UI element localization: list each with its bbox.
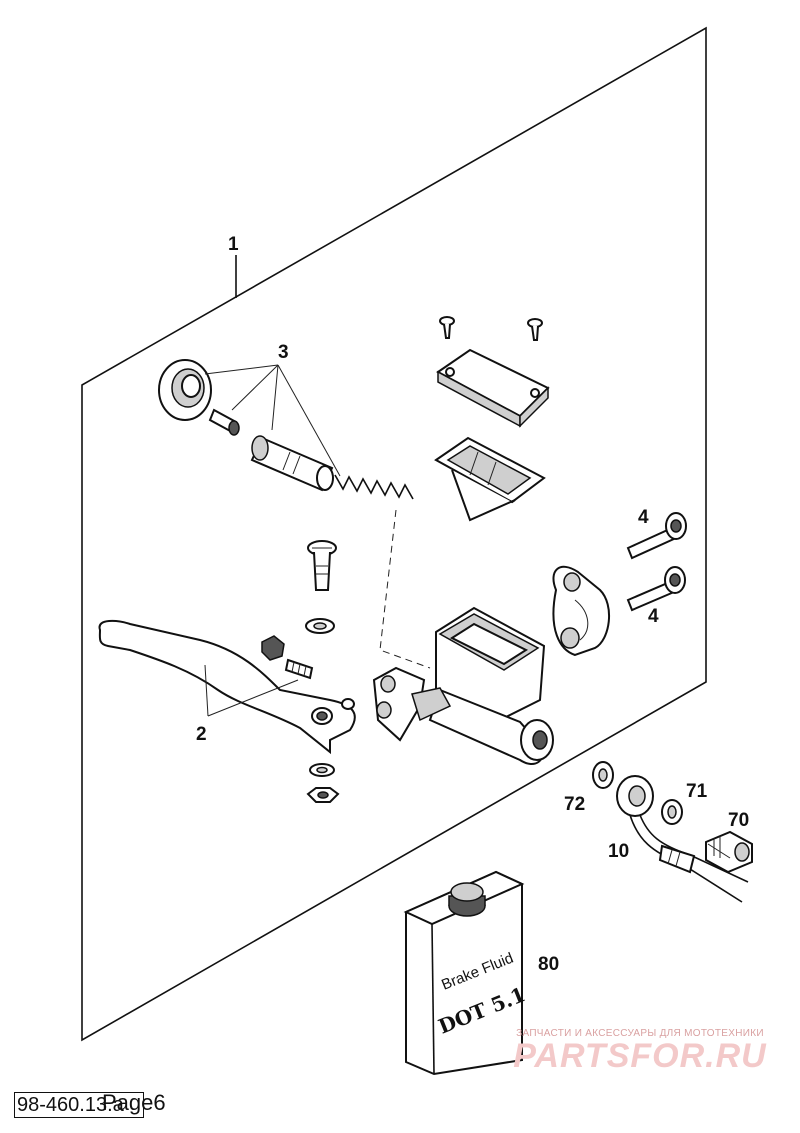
pivot-washer xyxy=(305,618,335,634)
watermark-tagline: ЗАПЧАСТИ И АКСЕССУАРЫ ДЛЯ МОТОТЕХНИКИ xyxy=(516,1028,764,1039)
clamp-screw-upper xyxy=(626,512,687,560)
reservoir-cover xyxy=(436,348,550,428)
handlebar-clamp xyxy=(552,565,611,657)
callout-80: 80 xyxy=(538,954,559,975)
watermark-brand: PARTSFOR.RU xyxy=(513,1037,767,1075)
brake-fluid-bottle: Brake Fluid DOT 5.1 xyxy=(403,870,529,1076)
banjo-bolt-70 xyxy=(705,830,753,874)
callout-71: 71 xyxy=(686,781,708,802)
banjo-washer-72 xyxy=(592,761,614,789)
clamp-screw-lower xyxy=(626,566,686,612)
master-cylinder xyxy=(372,606,554,765)
callout-4-upper: 4 xyxy=(638,507,649,528)
assembly-path xyxy=(379,509,431,669)
document-number: 98-460.13.a xyxy=(14,1092,144,1118)
page-label: Page6 xyxy=(102,1090,166,1115)
callout-3: 3 xyxy=(278,342,289,363)
lever-adjuster xyxy=(261,635,314,680)
callout-10: 10 xyxy=(608,841,629,862)
lever-nut xyxy=(306,787,340,803)
watermark: ЗАПЧАСТИ И АКСЕССУАРЫ ДЛЯ МОТОТЕХНИКИ PA… xyxy=(490,1028,790,1073)
brake-line xyxy=(616,775,749,903)
kit-boundary xyxy=(81,26,707,1042)
cover-screws xyxy=(439,316,543,341)
banjo-washer-71 xyxy=(661,799,683,825)
brake-lever xyxy=(98,619,356,755)
callout-2: 2 xyxy=(196,724,207,745)
callout-1: 1 xyxy=(228,234,239,255)
callout-70: 70 xyxy=(728,810,749,831)
lever-washer xyxy=(309,763,335,777)
callout-4-lower: 4 xyxy=(648,606,659,627)
pivot-bolt xyxy=(307,540,337,591)
piston-kit xyxy=(158,359,414,500)
callout-72: 72 xyxy=(564,794,585,815)
reservoir-diaphragm xyxy=(434,436,546,522)
